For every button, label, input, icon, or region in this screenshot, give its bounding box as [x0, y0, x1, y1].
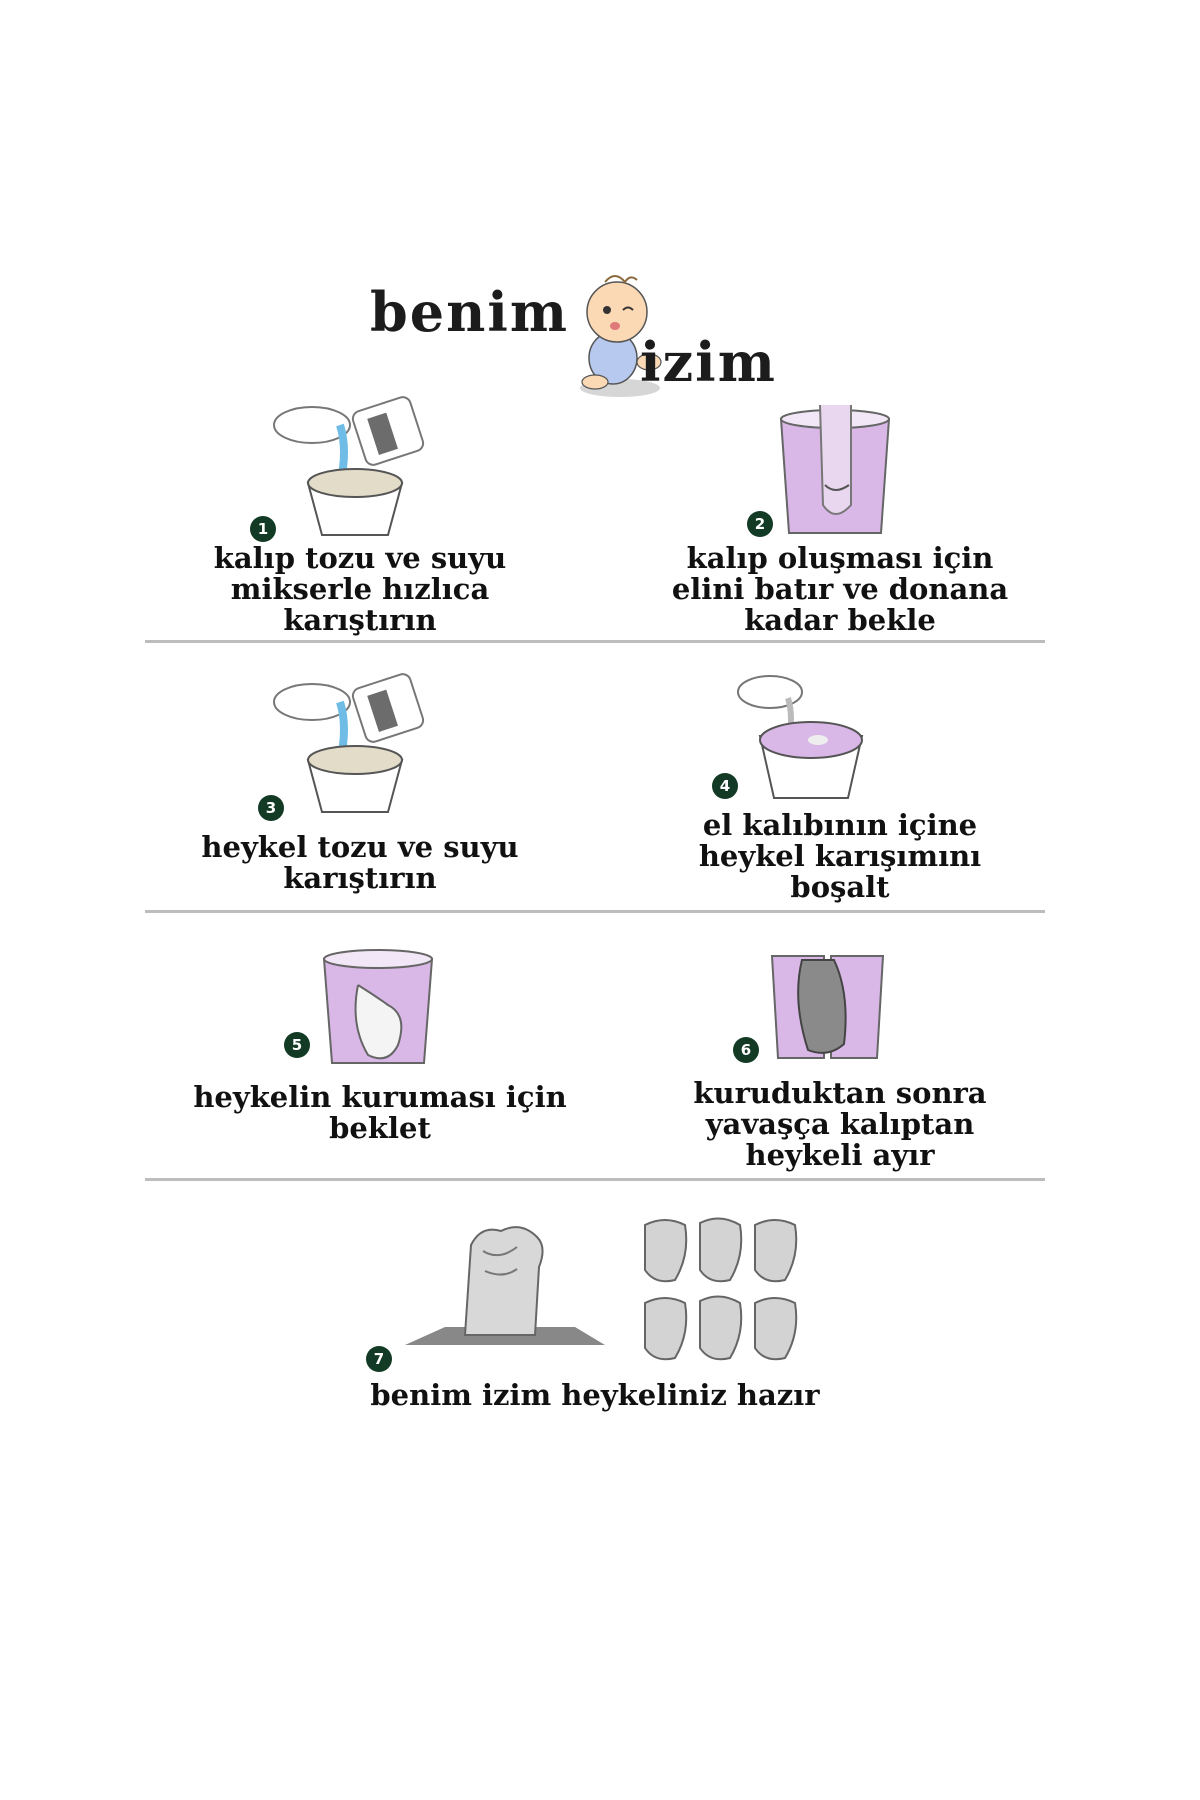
brand-logo: benim izim: [370, 270, 790, 400]
step-2-caption: kalıp oluşması için elini batır ve donan…: [671, 541, 1009, 637]
sculpture-examples-grid-icon: [644, 1217, 798, 1361]
logo-word-izim: izim: [640, 330, 777, 394]
pour-into-mold-illustration: [737, 675, 864, 799]
step-5-caption: heykelin kuruması için beklet: [193, 1080, 567, 1145]
finished-hand-sculpture-illustration: [405, 1226, 605, 1345]
baby-mascot-icon: [580, 275, 662, 397]
divider-3: [145, 1178, 1045, 1181]
step-4-caption: el kalıbının içine heykel karışımını boş…: [698, 808, 982, 904]
step-4-badge: 4: [712, 773, 738, 799]
divider-1: [145, 640, 1045, 643]
step-5-badge: 5: [284, 1032, 310, 1058]
divider-2: [145, 910, 1045, 913]
step-2-badge: 2: [747, 511, 773, 537]
logo-word-benim: benim: [370, 280, 570, 344]
step-1-caption: kalıp tozu ve suyu mikserle hızlıca karı…: [213, 541, 507, 637]
step-3-caption: heykel tozu ve suyu karıştırın: [201, 830, 519, 895]
step-7-caption: benim izim heykeliniz hazır: [370, 1378, 820, 1412]
step-6-caption: kuruduktan sonra yavaşça kalıptan heykel…: [693, 1076, 987, 1172]
mix-powder-water-illustration: [273, 396, 425, 536]
sculpture-drying-illustration: [322, 949, 434, 1064]
step-1-badge: 1: [250, 516, 276, 542]
remove-sculpture-illustration: [770, 955, 885, 1059]
hand-in-mold-illustration: [779, 405, 891, 534]
step-3-badge: 3: [258, 795, 284, 821]
step-7-badge: 7: [366, 1346, 392, 1372]
step-6-badge: 6: [733, 1037, 759, 1063]
mix-sculpture-powder-illustration: [273, 673, 425, 813]
